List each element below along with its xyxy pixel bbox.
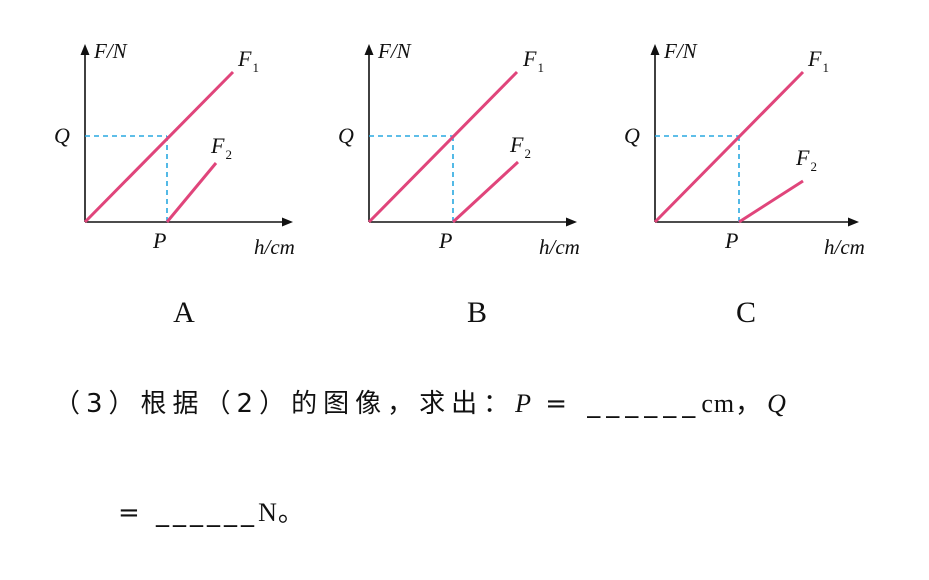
x-axis-arrow — [282, 217, 293, 227]
caption-c: C — [735, 296, 756, 329]
q-label: Q — [624, 123, 640, 148]
f2-label: F2 — [509, 132, 531, 161]
f2-label: F2 — [210, 133, 232, 162]
f2-label: F2 — [795, 145, 817, 174]
p-label: P — [724, 228, 738, 253]
question-line-1: （3）根据（2）的图像，求出：P = ______cm，Q — [54, 383, 924, 420]
question-line-2: = ______N。 — [118, 492, 308, 529]
q-symbol: Q — [767, 389, 786, 418]
x-axis-label: h/cm — [539, 235, 580, 259]
period: 。 — [277, 498, 308, 528]
y-axis-label: F/N — [663, 39, 698, 63]
f1-label: F1 — [807, 46, 829, 75]
p-answer-blank[interactable]: = ______ — [530, 389, 702, 419]
f2-line — [165, 162, 218, 223]
f1-label: F1 — [237, 46, 259, 75]
y-axis-label: F/N — [93, 39, 128, 63]
x-axis-arrow — [566, 217, 577, 227]
x-axis-label: h/cm — [254, 235, 295, 259]
p-label: P — [438, 228, 452, 253]
graph-b: F/N h/cm Q P F1 F2 — [338, 39, 580, 259]
q-label: Q — [338, 123, 354, 148]
f2-line — [738, 179, 804, 224]
caption-a: A — [173, 296, 195, 329]
unit-n: N — [258, 498, 278, 527]
f2-line — [451, 160, 520, 224]
p-label: P — [152, 228, 166, 253]
y-axis-arrow — [364, 44, 374, 55]
caption-b: B — [466, 296, 487, 329]
q-label: Q — [54, 123, 70, 148]
comma: ， — [735, 389, 768, 419]
f1-line — [653, 70, 805, 224]
f1-line — [83, 70, 235, 224]
q-answer-blank[interactable]: = ______ — [118, 498, 259, 528]
unit-cm: cm — [701, 389, 736, 418]
f1-label: F1 — [522, 46, 544, 75]
graph-a: F/N h/cm Q P F1 F2 — [54, 39, 295, 259]
y-axis-arrow — [80, 44, 90, 55]
f1-line — [367, 70, 519, 224]
question-prefix: （3）根据（2）的图像，求出： — [54, 389, 516, 419]
y-axis-label: F/N — [377, 39, 412, 63]
p-symbol: P — [515, 389, 531, 418]
x-axis-arrow — [848, 217, 859, 227]
x-axis-label: h/cm — [824, 235, 865, 259]
y-axis-arrow — [650, 44, 660, 55]
graph-c: F/N h/cm Q P F1 F2 — [624, 39, 865, 259]
